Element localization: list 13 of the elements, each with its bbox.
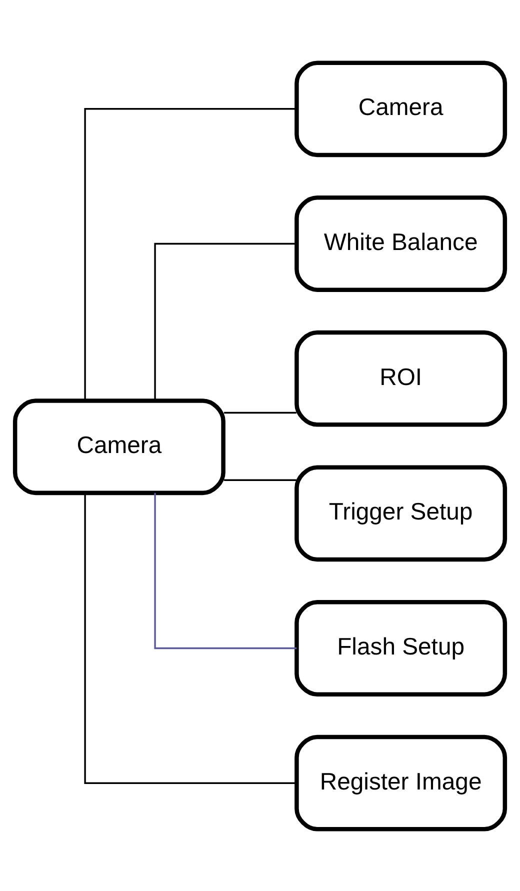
node-box: White Balance <box>294 195 508 292</box>
node-box: Camera <box>12 398 226 495</box>
node-box: ROI <box>294 330 508 426</box>
connector <box>154 492 297 649</box>
connector <box>224 478 296 480</box>
connector <box>84 493 297 784</box>
node-box: Trigger Setup <box>294 464 508 562</box>
node-box: Flash Setup <box>294 600 508 696</box>
connector <box>84 108 297 400</box>
node-box: Register Image <box>294 734 508 831</box>
connector <box>224 411 296 414</box>
connector <box>154 242 297 400</box>
node-box: Camera <box>294 60 508 157</box>
